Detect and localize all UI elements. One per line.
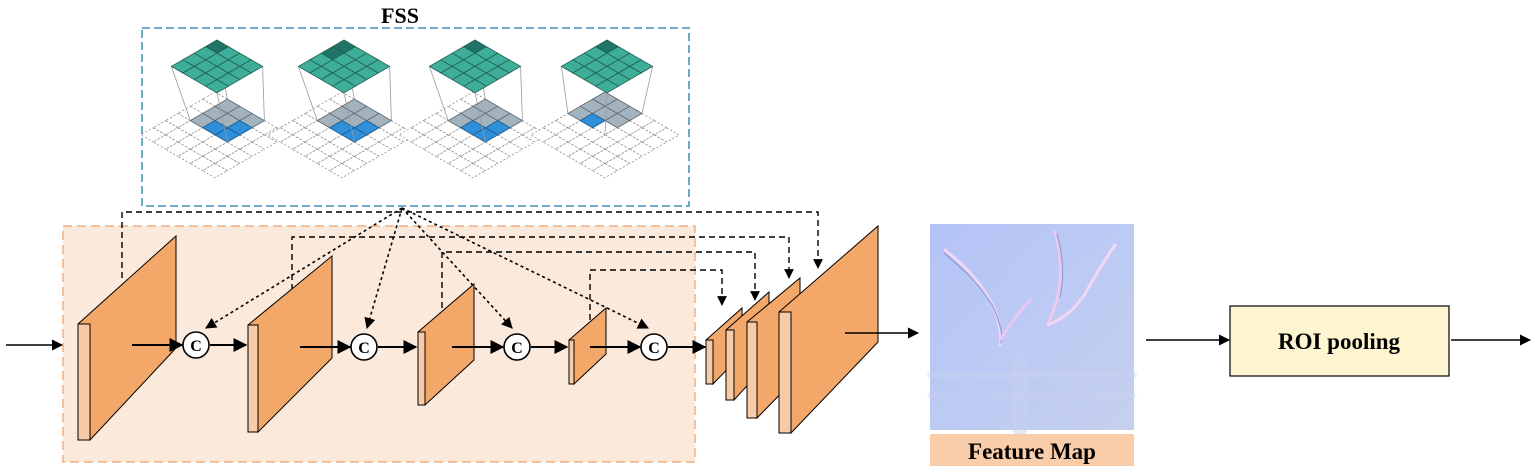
concat-node-4: C [640,333,668,361]
fss-top-grid-4 [594,79,620,94]
concat-node-2: C [350,333,378,361]
fss-arrow-4 [401,207,650,329]
fss-fanout [205,207,650,330]
fss-blue-cell-3 [459,120,487,136]
svg-text:C: C [190,338,202,355]
fss-arrow-1 [205,207,403,329]
fss-grid-illustrations [140,39,680,179]
roi-pooling-label: ROI pooling [1278,329,1401,354]
concat-node-1: C [182,331,210,359]
encoder-layer-1 [77,234,177,442]
fss-blue-cell-1 [201,120,229,136]
feature-map-image [930,224,1134,430]
fss-blue-cell-2 [328,120,356,136]
fss-title: FSS [381,3,419,28]
encoder-layer-4 [568,306,607,386]
concat-node-3: C [503,333,531,361]
fss-top-grid-1 [204,79,230,94]
feature-map-label-bg [930,434,1134,466]
fss-blue-cell-4 [579,112,606,129]
skip-connection-3 [441,251,760,308]
fss-top-grid-2 [331,79,357,94]
roi-pooling-block: ROI pooling [1229,305,1450,377]
svg-text:C: C [358,340,370,357]
skip-connection-4 [589,269,727,320]
feature-map: Feature Map [927,224,1137,466]
skip-connection-2 [291,236,794,290]
skip-connections [121,211,823,320]
skip-connection-1 [121,211,823,278]
encoder-layers [77,234,607,442]
fusion-layer-4 [778,224,879,435]
svg-text:C: C [648,340,660,357]
svg-text:C: C [511,340,523,357]
feature-map-texture [927,230,1137,437]
encoder-layer-2 [247,254,333,434]
forward-path [132,338,707,354]
feature-map-label: Feature Map [968,439,1096,464]
encoder-layer-3 [417,282,475,407]
fss-arrow-2 [364,207,403,330]
fss-top-grid-3 [462,79,488,94]
fusion-stack [705,224,879,435]
